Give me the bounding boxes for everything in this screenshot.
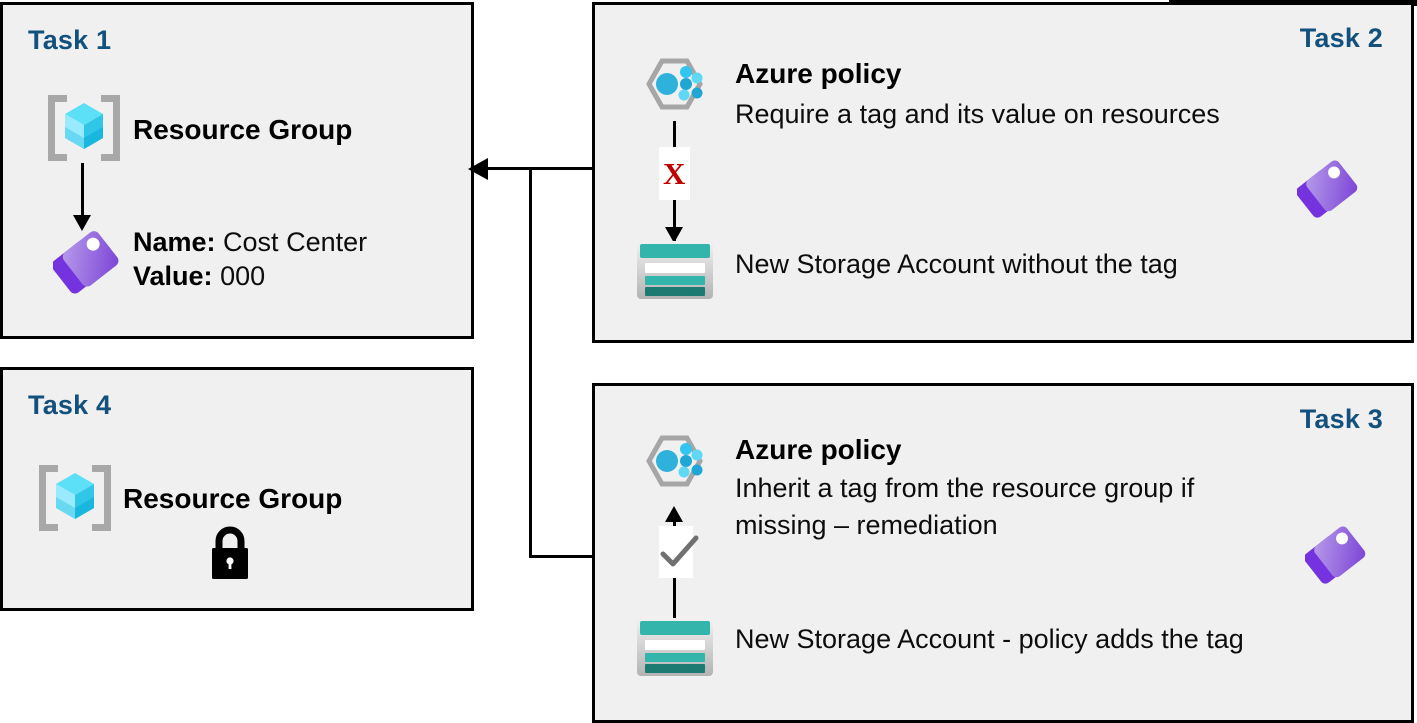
cube-glyph [56,473,94,519]
tag-value-key: Value: [133,261,213,291]
tag-icon [53,231,119,294]
task-2-arrow-head [665,227,683,243]
cube-glyph [65,103,103,149]
connector-task2-to-task1 [488,167,594,170]
panel-task-3: Task 3 Azure policy Inherit a tag from t… [592,383,1414,723]
task-2-policy-description: Require a tag and its value on resources [735,99,1220,129]
task-1-tag-name-row: Name: Cost Center [133,227,367,259]
connector-task3-vertical [529,167,532,558]
azure-policy-icon [646,435,703,487]
panel-task-4: Task 4 Resource Group [0,367,474,611]
task-3-storage-label: New Storage Account - policy adds the ta… [735,624,1244,654]
task-2-policy-title: Azure policy [735,58,902,89]
resource-group-icon [48,95,120,161]
task-4-label: Task 4 [28,390,112,420]
task-3-marker-backdrop [659,526,693,578]
task-4-resource-group-label: Resource Group [123,483,343,514]
task-2-marker-backdrop [659,147,690,200]
panel-task-2: Task 2 Azure policy Require a tag and it… [592,2,1414,343]
connector-task3-horizontal [529,555,594,558]
tag-name-key: Name: [133,227,216,257]
task-1-arrow-head [73,215,91,231]
tag-icon [1297,160,1358,218]
task-3-policy-description-line-2: missing – remediation [735,510,998,540]
lock-icon [212,526,248,579]
task-3-label: Task 3 [1299,404,1383,434]
allow-check-marker [660,535,699,567]
connector-arrow-head-task1 [468,158,488,180]
tag-value-value: 000 [220,261,266,291]
task-2-label: Task 2 [1299,23,1383,53]
storage-account-icon [637,241,713,299]
tag-icon [1305,526,1366,584]
task-2-storage-label: New Storage Account without the tag [735,249,1178,279]
task-3-policy-description-line-1: Inherit a tag from the resource group if [735,473,1195,503]
task-1-label: Task 1 [28,25,112,55]
task-3-policy-title: Azure policy [735,434,902,465]
resource-group-icon [39,465,111,531]
panel-task-1: Task 1 Resource Group [0,2,474,339]
tag-name-value: Cost Center [223,227,368,257]
task-1-resource-group-label: Resource Group [133,114,353,145]
task-1-tag-value-row: Value: 000 [133,261,265,293]
task-1-arrow-line [81,163,84,221]
deny-x-marker: X [663,156,686,191]
task-3-arrow-head [665,506,683,522]
storage-account-icon [637,618,713,676]
azure-policy-icon [646,58,703,110]
